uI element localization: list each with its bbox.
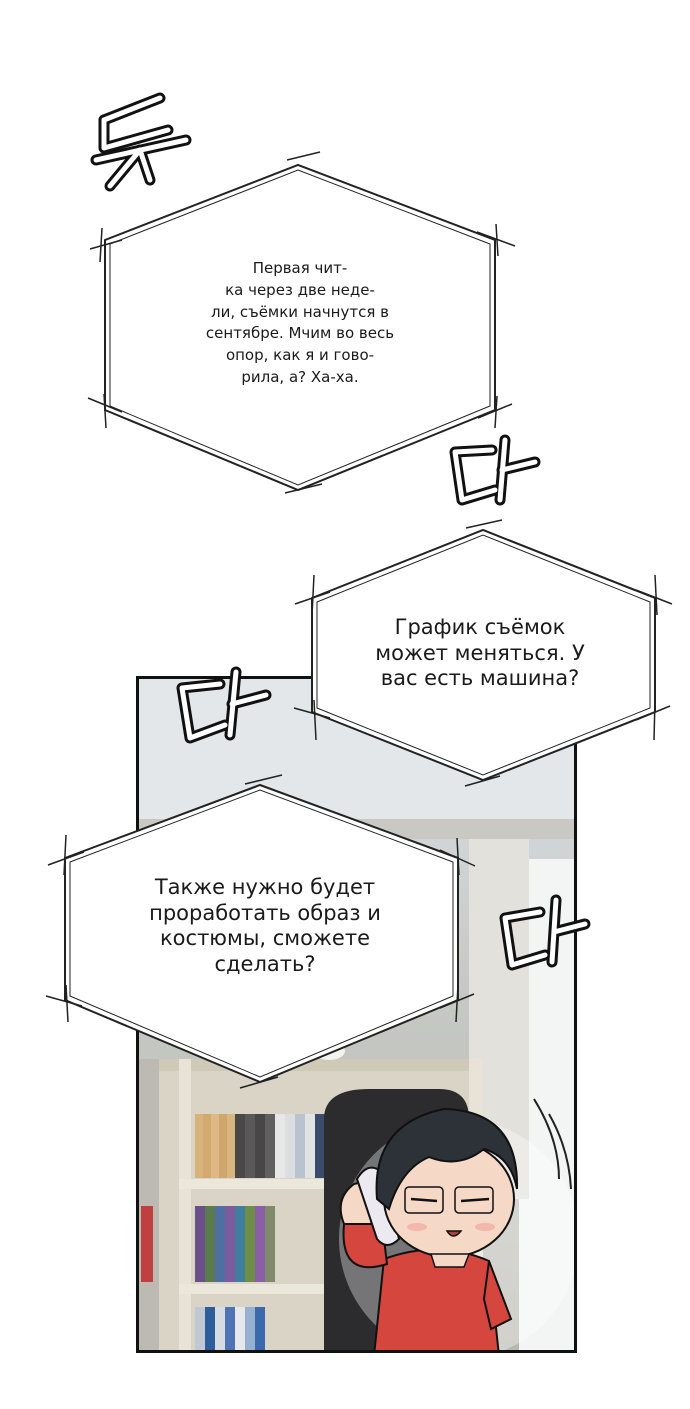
sound-effect-2-icon (449, 434, 541, 506)
speech-bubble-2 (293, 519, 673, 787)
comic-panel (136, 676, 577, 1353)
speech-bubble-3-text: Также нужно будет проработать образ и ко… (149, 875, 381, 976)
sound-effect-3-icon (176, 666, 272, 744)
speech-bubble-1-text: Первая чит- ка через две неде- ли, съёмк… (205, 259, 395, 386)
sound-effect-4-icon (499, 894, 591, 971)
speech-bubble-2-text: График съёмок может меняться. У вас есть… (375, 615, 585, 691)
sound-effect-1-icon (90, 92, 192, 192)
speech-bubble-3 (45, 774, 476, 1089)
speech-bubble-1 (87, 151, 516, 494)
